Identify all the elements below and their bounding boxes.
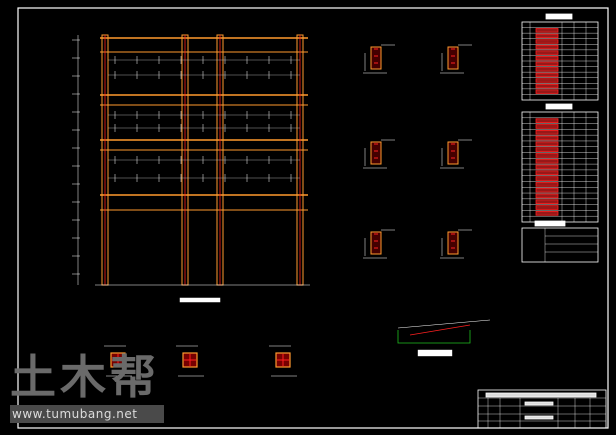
table-cell-fill <box>535 118 559 123</box>
section <box>370 46 382 70</box>
table-cell-fill <box>535 44 559 50</box>
table-cell-fill <box>535 193 559 199</box>
detail-rebar <box>409 324 471 336</box>
table-cell-fill <box>535 89 559 94</box>
table-cell-fill <box>535 56 559 61</box>
material-table <box>521 227 599 263</box>
table-cell-fill <box>535 182 559 187</box>
table-cell-fill <box>535 199 559 205</box>
section <box>447 231 459 255</box>
table-title <box>545 103 573 110</box>
title-block <box>477 389 607 429</box>
title-block-heading <box>485 392 597 398</box>
watermark-logo: 土木帮 <box>10 350 160 404</box>
rebar-table-2 <box>521 111 599 223</box>
drawing-name <box>524 401 554 406</box>
table-cell-fill <box>535 135 559 141</box>
table-cell-fill <box>535 187 559 193</box>
section <box>370 141 382 165</box>
table-cell-fill <box>535 211 559 216</box>
table-cell-fill <box>535 39 559 44</box>
table-cell-fill <box>535 147 559 152</box>
table-cell-fill <box>535 164 559 170</box>
table-cell-fill <box>535 78 559 83</box>
table-cell-fill <box>535 176 559 181</box>
table-cell-fill <box>535 33 559 39</box>
table-cell-fill <box>535 158 559 164</box>
detail-line <box>397 319 491 329</box>
watermark-url: www.tumubang.net <box>10 405 164 423</box>
table-cell-fill <box>535 153 559 158</box>
table-cell-fill <box>535 129 559 135</box>
detail-outline <box>397 330 471 344</box>
table-cell-fill <box>535 141 559 147</box>
drawing-border <box>17 7 609 429</box>
detail-title <box>417 349 453 357</box>
table-cell-fill <box>535 61 559 66</box>
drawing-number <box>524 415 554 420</box>
section <box>370 231 382 255</box>
table-cell-fill <box>535 83 559 89</box>
table-title <box>545 13 573 20</box>
section <box>447 141 459 165</box>
table-cell-fill <box>535 170 559 176</box>
table-cell-fill <box>535 72 559 78</box>
table-cell-fill <box>535 28 559 33</box>
table-cell-fill <box>535 124 559 129</box>
material-table-title <box>534 220 566 227</box>
section <box>447 46 459 70</box>
table-cell-fill <box>535 50 559 55</box>
drawing-title-bar <box>179 297 221 303</box>
table-cell-fill <box>535 67 559 72</box>
table-cell-fill <box>535 205 559 210</box>
